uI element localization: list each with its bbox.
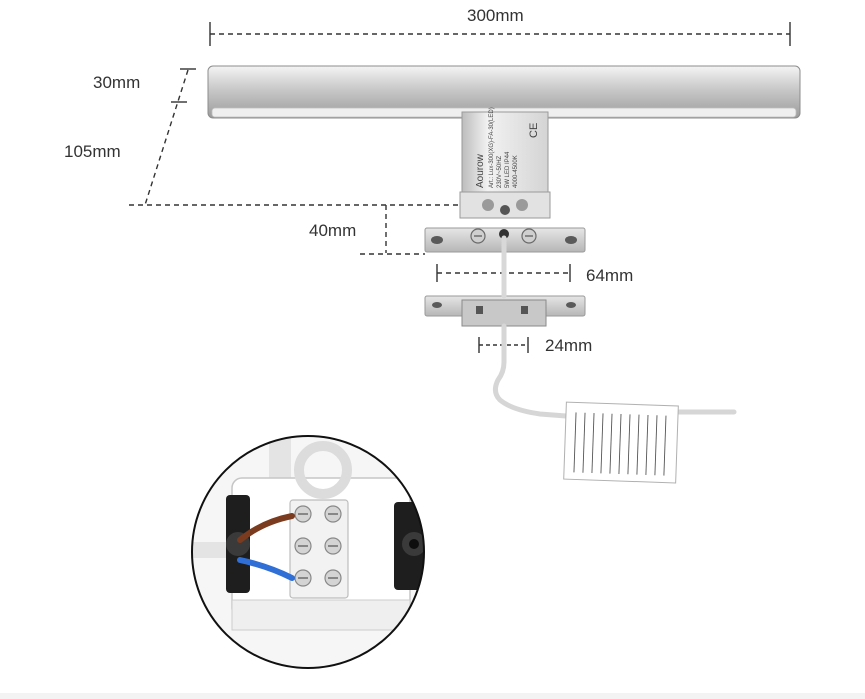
product-label: Aourow Art.: Lux-300(XG)-FA-30(LED) 230V…: [475, 107, 540, 188]
spec-line-3: 5W LED IP44: [505, 151, 511, 188]
brand-text: Aourow: [475, 153, 486, 188]
bar-height-label: 30mm: [93, 73, 141, 92]
bottom-divider: [0, 693, 865, 699]
terminal-block-detail: [191, 435, 425, 669]
blue-wire: [237, 557, 295, 581]
total-height-label: 105mm: [64, 142, 121, 161]
width-dimension: [209, 22, 791, 46]
lamp-bar: [207, 65, 801, 119]
cable-warning-tag: [563, 401, 679, 484]
spec-line-1: Art.: Lux-300(XG)-FA-30(LED): [489, 107, 495, 188]
spec-line-4: 4000-4500K: [513, 155, 519, 188]
terminal-screws: [294, 505, 342, 587]
height-dimension: [129, 68, 460, 206]
bracket-width-label: 64mm: [586, 266, 634, 285]
lower-mounting-bracket: [424, 295, 586, 327]
mount-height-dimension: [360, 205, 425, 255]
mount-height-label: 40mm: [309, 221, 357, 240]
ce-mark: CE: [528, 123, 540, 138]
hole-spacing-label: 24mm: [545, 336, 593, 355]
power-cable: [492, 235, 737, 419]
spec-line-2: 230V~50HZ: [497, 155, 503, 188]
brown-wire: [237, 513, 295, 543]
width-label: 300mm: [467, 6, 524, 25]
driver-box: [459, 111, 551, 219]
